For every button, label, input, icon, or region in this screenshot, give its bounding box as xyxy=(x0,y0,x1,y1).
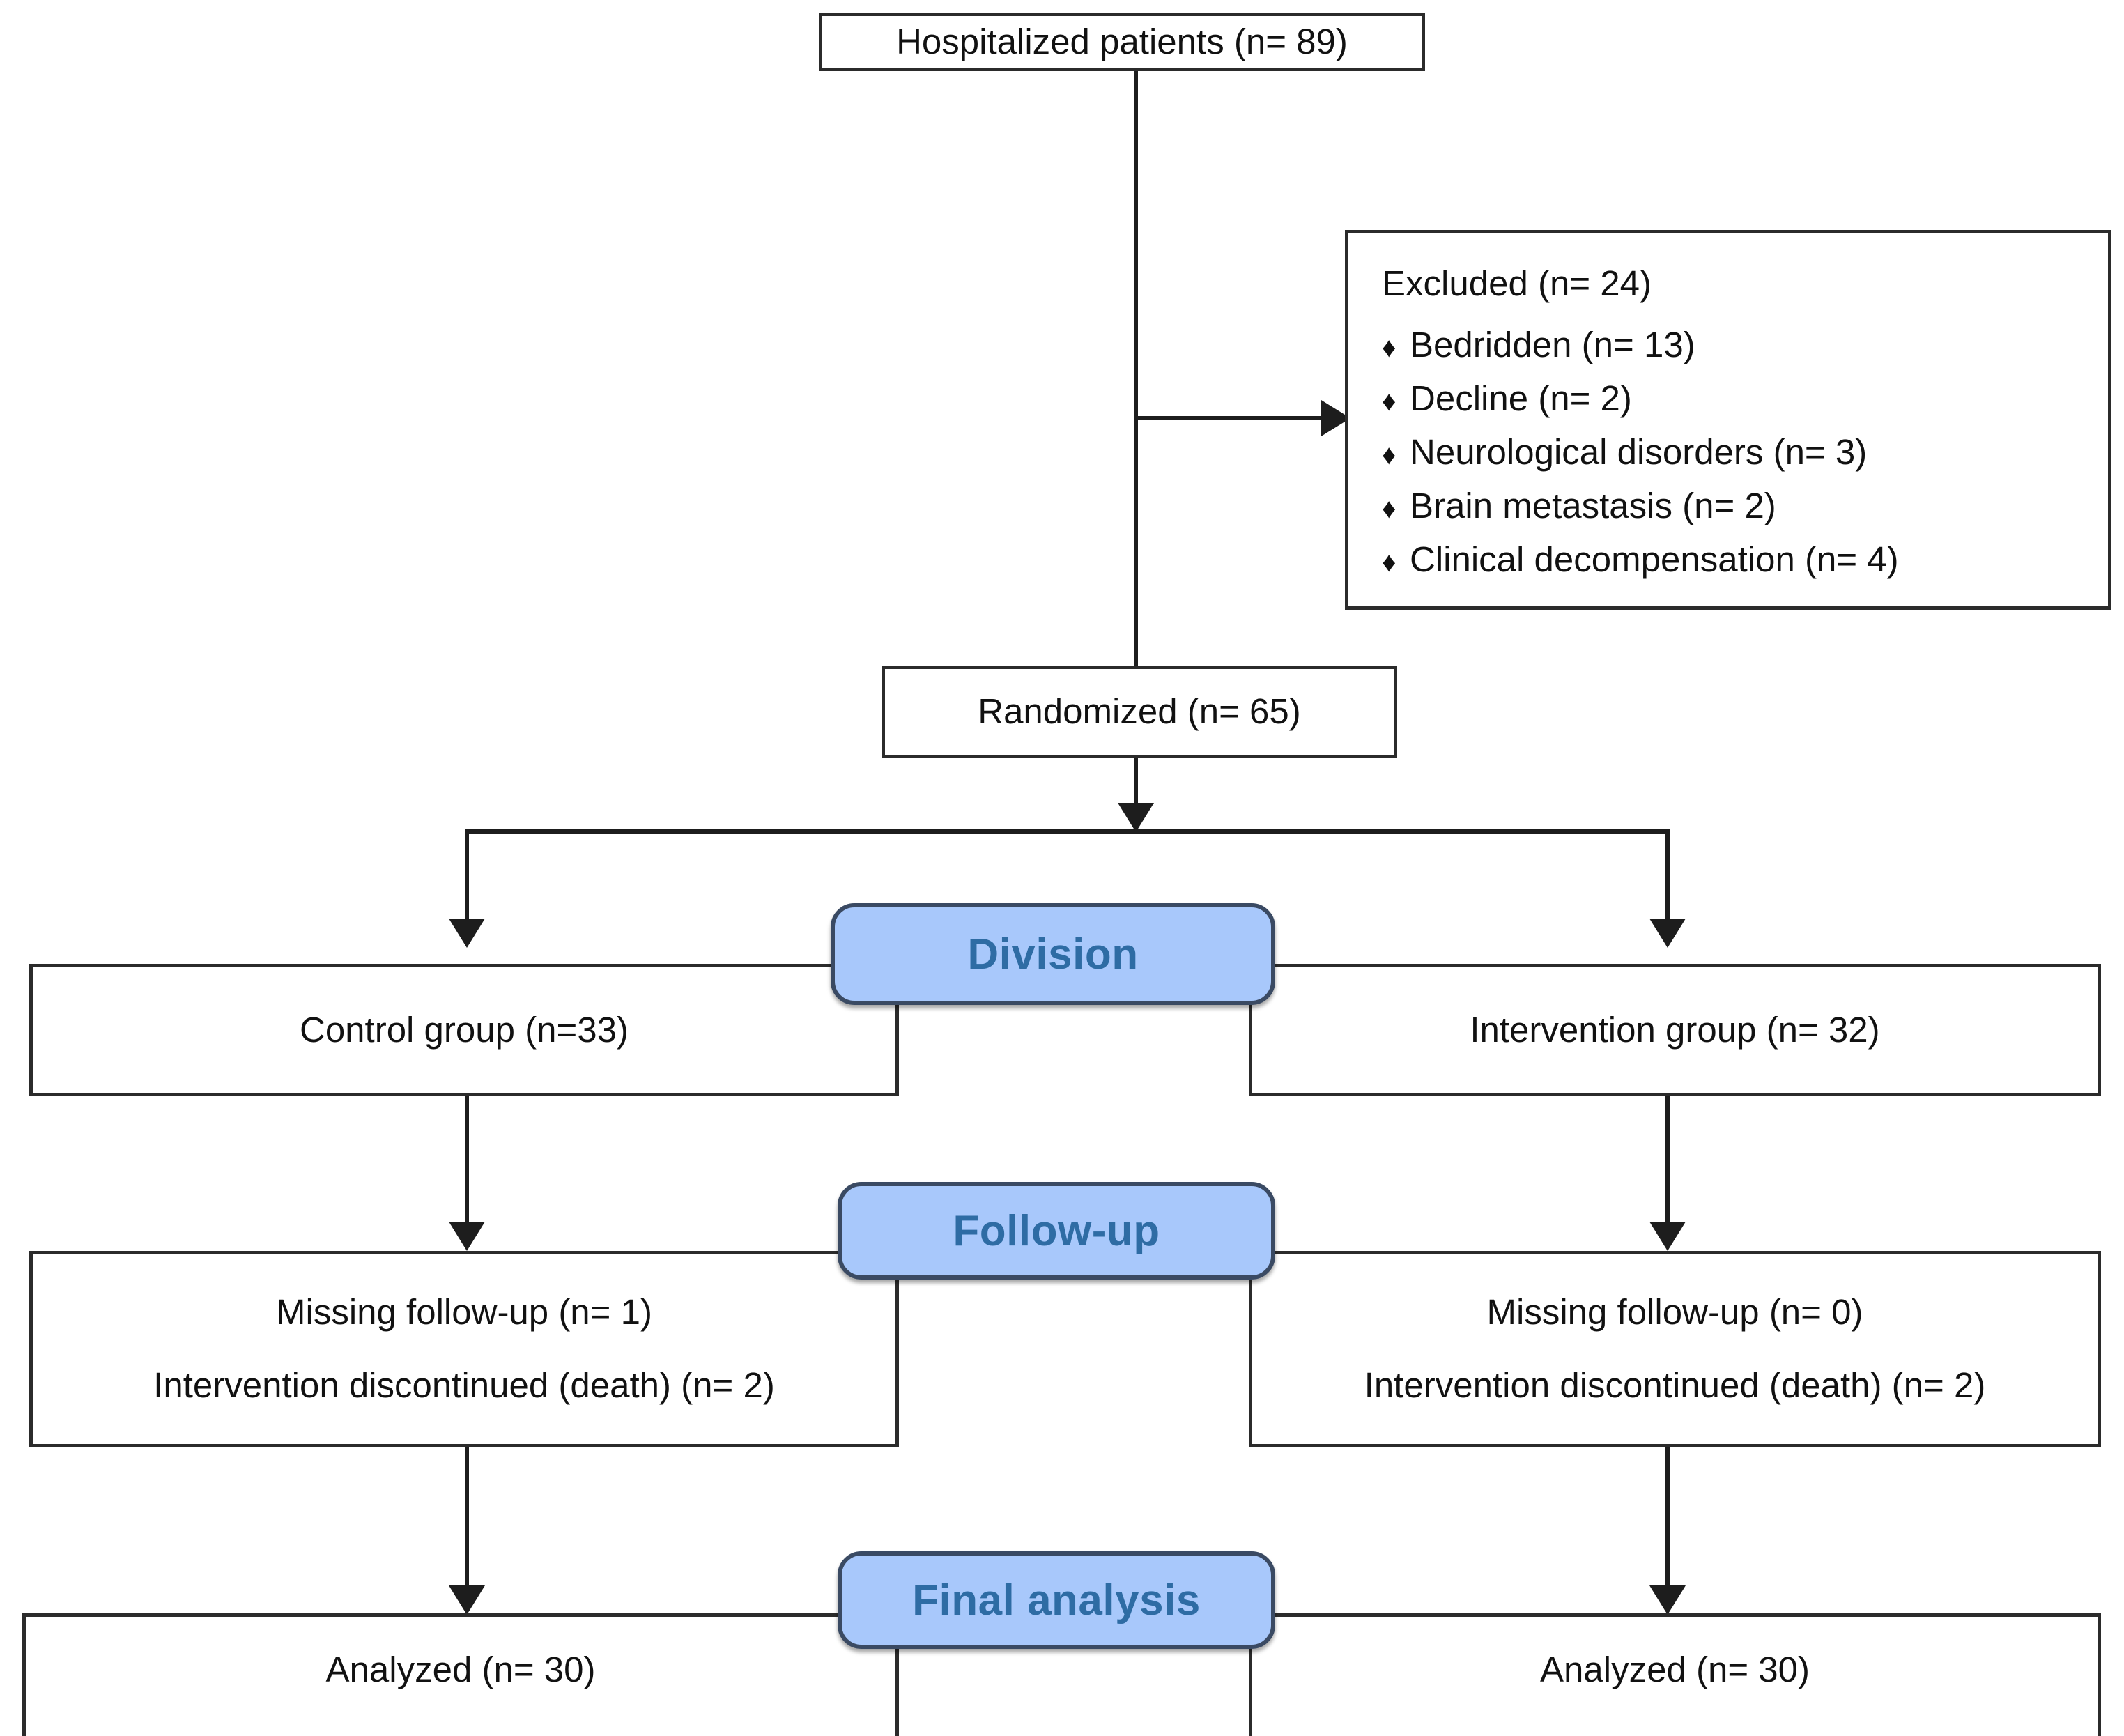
diamond-bullet-icon: ♦ xyxy=(1382,386,1396,417)
intervention-group-label: Intervention group (n= 32) xyxy=(1470,1009,1880,1050)
intervention-discontinued-label: Intervention discontinued (death) (n= 2) xyxy=(1364,1365,1986,1405)
excluded-reason-label: Brain metastasis (n= 2) xyxy=(1410,486,1776,525)
intervention-analyzed-arrowhead xyxy=(1649,1585,1686,1615)
trunk-enrollment-to-randomized xyxy=(1134,71,1138,667)
branch-line-left xyxy=(465,829,469,919)
excluded-title: Excluded (n= 24) xyxy=(1382,263,1652,303)
stage-banner-final-analysis: Final analysis xyxy=(838,1551,1275,1649)
control-analyzed-connector xyxy=(465,1447,469,1585)
diamond-bullet-icon: ♦ xyxy=(1382,440,1396,470)
excluded-box: Excluded (n= 24) ♦ Bedridden (n= 13) ♦ D… xyxy=(1345,230,2111,610)
trunk-randomized-to-split xyxy=(1134,758,1138,806)
intervention-group-arrowhead xyxy=(1649,919,1686,948)
excluded-reason-label: Clinical decompensation (n= 4) xyxy=(1410,539,1899,579)
enrollment-box: Hospitalized patients (n= 89) xyxy=(819,13,1425,71)
branch-line-right xyxy=(1665,829,1670,919)
diamond-bullet-icon: ♦ xyxy=(1382,547,1396,578)
control-analyzed-arrowhead xyxy=(449,1585,485,1615)
intervention-followup-connector xyxy=(1665,1096,1670,1222)
excluded-reason-label: Neurological disorders (n= 3) xyxy=(1410,432,1868,472)
excluded-connector-line xyxy=(1136,416,1323,420)
randomized-box: Randomized (n= 65) xyxy=(882,666,1397,758)
control-group-box: Control group (n=33) xyxy=(29,964,899,1096)
control-followup-connector xyxy=(465,1096,469,1222)
enrollment-label: Hospitalized patients (n= 89) xyxy=(896,21,1348,61)
control-missing-followup-label: Missing follow-up (n= 1) xyxy=(276,1292,652,1332)
diamond-bullet-icon: ♦ xyxy=(1382,332,1396,363)
intervention-analyzed-label: Analyzed (n= 30) xyxy=(1540,1650,1810,1690)
excluded-reason-item: ♦ Clinical decompensation (n= 4) xyxy=(1382,539,1899,580)
control-analyzed-box: Analyzed (n= 30) xyxy=(22,1613,899,1736)
intervention-analyzed-connector xyxy=(1665,1447,1670,1585)
intervention-followup-arrowhead xyxy=(1649,1222,1686,1251)
split-bar xyxy=(465,829,1670,834)
diamond-bullet-icon: ♦ xyxy=(1382,493,1396,524)
excluded-reason-item: ♦ Decline (n= 2) xyxy=(1382,378,1632,419)
intervention-analyzed-box: Analyzed (n= 30) xyxy=(1249,1613,2101,1736)
excluded-reason-label: Decline (n= 2) xyxy=(1410,378,1632,418)
excluded-reason-item: ♦ Bedridden (n= 13) xyxy=(1382,324,1695,365)
control-group-label: Control group (n=33) xyxy=(299,1009,629,1050)
control-analyzed-label: Analyzed (n= 30) xyxy=(325,1650,596,1690)
split-arrowhead xyxy=(1118,803,1154,832)
control-discontinued-label: Intervention discontinued (death) (n= 2) xyxy=(153,1365,775,1405)
stage-banner-division: Division xyxy=(831,903,1275,1005)
stage-banner-followup: Follow-up xyxy=(838,1182,1275,1280)
randomized-label: Randomized (n= 65) xyxy=(978,691,1301,732)
intervention-group-box: Intervention group (n= 32) xyxy=(1249,964,2101,1096)
excluded-reason-item: ♦ Neurological disorders (n= 3) xyxy=(1382,431,1867,473)
control-group-arrowhead xyxy=(449,919,485,948)
excluded-reason-label: Bedridden (n= 13) xyxy=(1410,325,1695,364)
control-followup-box: Missing follow-up (n= 1) Intervention di… xyxy=(29,1251,899,1447)
intervention-followup-box: Missing follow-up (n= 0) Intervention di… xyxy=(1249,1251,2101,1447)
excluded-reason-item: ♦ Brain metastasis (n= 2) xyxy=(1382,485,1776,526)
intervention-missing-followup-label: Missing follow-up (n= 0) xyxy=(1486,1292,1863,1332)
control-followup-arrowhead xyxy=(449,1222,485,1251)
